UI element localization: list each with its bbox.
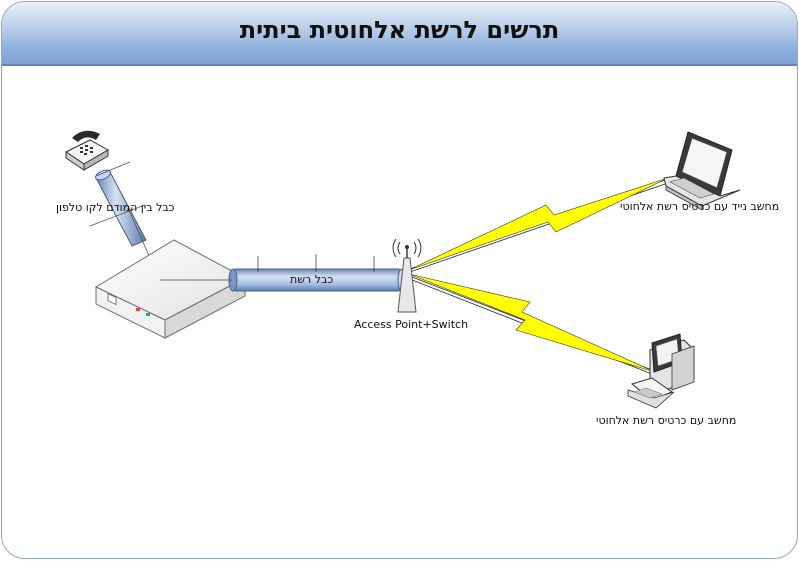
modem-icon xyxy=(94,239,247,339)
page-title: תרשים לרשת אלחוטית ביתית xyxy=(239,16,560,44)
desktop-computer-icon xyxy=(627,333,695,409)
phone-cable xyxy=(89,161,166,293)
access-point-label: Access Point+Switch xyxy=(354,318,469,331)
modem-phone-cable-label: כבל בין המודם לקו טלפון xyxy=(56,201,175,214)
title-banner: תרשים לרשת אלחוטית ביתית xyxy=(2,2,797,66)
network-cable-label: כבל רשת xyxy=(290,273,334,286)
laptop-label: מחשב נייד עם כרטיס רשת אלחוטי xyxy=(620,200,780,213)
wireless-link-laptop xyxy=(406,177,669,274)
wireless-link-desktop xyxy=(406,273,656,375)
telephone-icon xyxy=(65,130,110,171)
access-point-icon xyxy=(392,238,422,313)
laptop-icon xyxy=(663,131,741,211)
desktop-label: מחשב עם כרטיס רשת אלחוטי xyxy=(596,414,737,427)
